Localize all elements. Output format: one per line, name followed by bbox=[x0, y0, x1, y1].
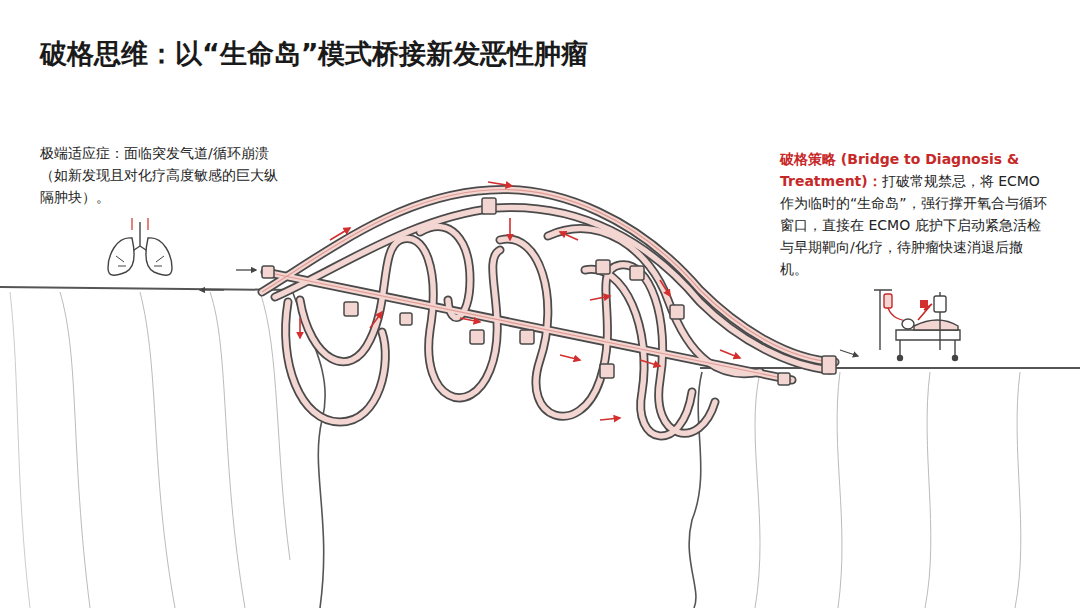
strategy-note: 破格策略 (Bridge to Diagnosis & Treatment)：打… bbox=[780, 148, 1048, 280]
tube-fittings bbox=[262, 198, 836, 385]
flow-arrows bbox=[300, 182, 740, 420]
ground-arrows bbox=[200, 270, 858, 356]
tube-highlight bbox=[262, 190, 835, 380]
page-title: 破格思维：以“生命岛”模式桥接新发恶性肿瘤 bbox=[40, 36, 589, 72]
right-cliff bbox=[689, 368, 1080, 608]
ecmo-tubes-outline bbox=[262, 190, 835, 436]
ecmo-tubes-fill bbox=[262, 190, 835, 436]
indication-note: 极端适应症：面临突发气道/循环崩溃（如新发现且对化疗高度敏感的巨大纵隔肿块）。 bbox=[40, 142, 290, 208]
lungs-icon bbox=[108, 218, 172, 275]
patient-bed-icon bbox=[874, 290, 960, 361]
left-cliff bbox=[0, 287, 325, 608]
